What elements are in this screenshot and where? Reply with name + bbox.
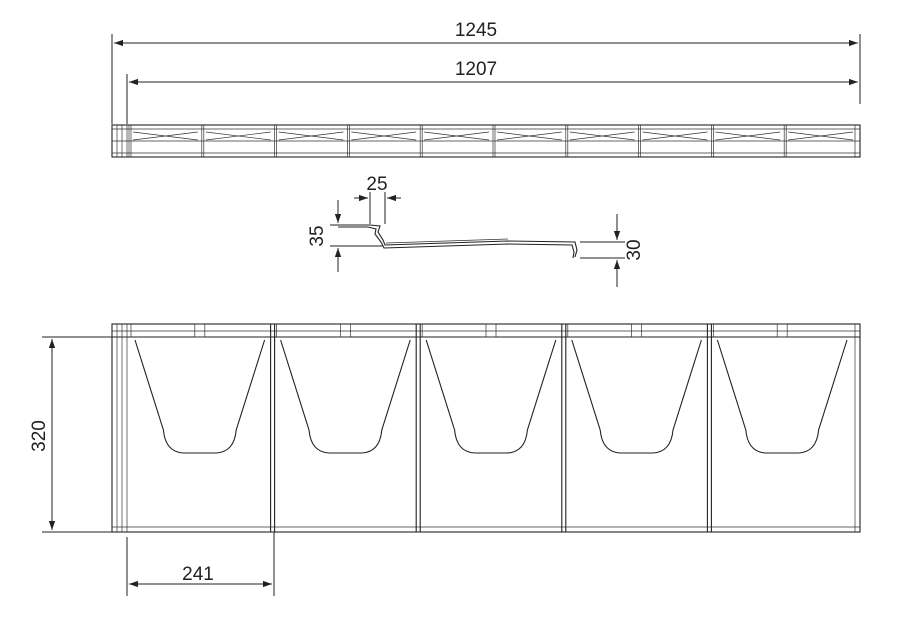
inner-length-label: 1207 xyxy=(455,59,497,80)
side-segment xyxy=(419,125,490,157)
dimension-overall-length: 1245 xyxy=(111,20,861,124)
side-segment xyxy=(565,125,635,157)
side-segment xyxy=(492,125,562,157)
step-width-label: 25 xyxy=(366,174,387,195)
pocket xyxy=(706,323,848,532)
pocket xyxy=(270,323,411,532)
lip-height-label: 30 xyxy=(624,239,645,260)
depth-label: 320 xyxy=(29,420,50,452)
side-segment xyxy=(711,125,781,157)
overall-length-label: 1245 xyxy=(455,20,497,41)
plan-view xyxy=(111,323,861,533)
side-segment xyxy=(347,125,417,157)
side-segment xyxy=(638,125,708,157)
pocket xyxy=(561,323,702,532)
side-segment xyxy=(274,125,344,157)
side-segment xyxy=(128,125,198,157)
pocket-pitch-label: 241 xyxy=(182,564,214,585)
side-segment xyxy=(201,125,271,157)
dimension-depth: 320 xyxy=(29,336,112,533)
side-segment xyxy=(783,125,854,157)
pocket xyxy=(415,323,557,532)
profile-section: 25 35 30 xyxy=(307,174,645,287)
dimension-pocket-pitch: 241 xyxy=(126,532,275,596)
step-height-label: 35 xyxy=(307,225,328,246)
dimension-inner-length: 1207 xyxy=(126,59,858,124)
pocket xyxy=(130,323,266,454)
side-view xyxy=(111,124,861,158)
